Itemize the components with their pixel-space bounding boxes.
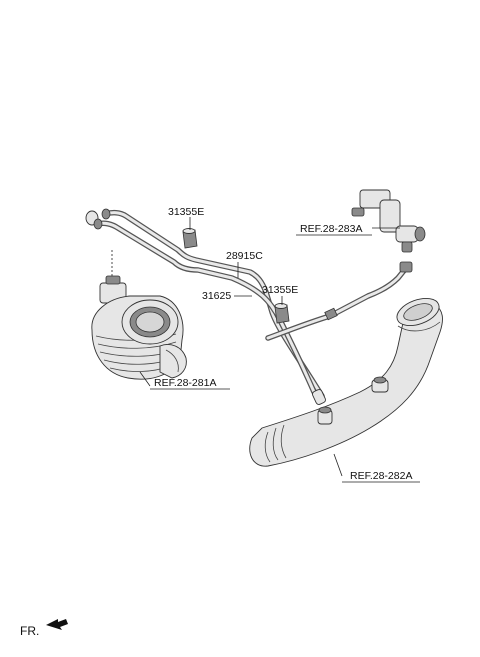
purge-valve[interactable] (351, 189, 426, 253)
intake-duct[interactable] (249, 293, 443, 467)
leader-ref-281a (139, 371, 151, 387)
label-28915c: 28915C (226, 250, 263, 262)
grommet-upper[interactable] (182, 228, 198, 249)
front-label: FR. (20, 624, 39, 638)
label-31625: 31625 (202, 290, 231, 302)
front-arrow-icon (46, 619, 68, 630)
air-intake-housing[interactable] (91, 250, 187, 380)
leader-ref-282a (333, 453, 343, 477)
label-31355e-lower: 31355E (262, 284, 298, 296)
front-direction-indicator: FR. (20, 619, 68, 638)
grommet-lower[interactable] (274, 303, 290, 324)
ref-28-283a[interactable]: REF.28-283A (300, 223, 362, 235)
ref-28-281a[interactable]: REF.28-281A (154, 377, 216, 389)
label-31355e-upper: 31355E (168, 206, 204, 218)
ref-28-282a[interactable]: REF.28-282A (350, 470, 412, 482)
vapor-hose-assembly[interactable] (85, 208, 413, 405)
